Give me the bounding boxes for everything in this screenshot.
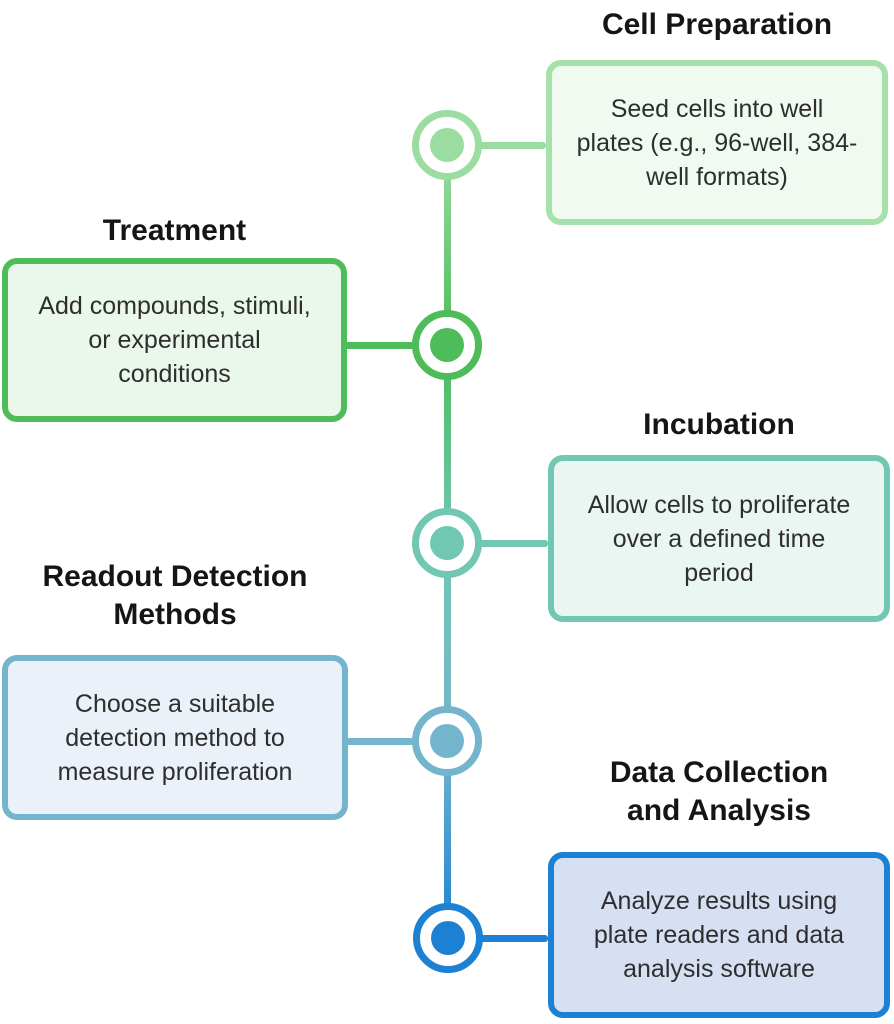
data-collection-node-dot [431,921,465,955]
treatment-node-dot [430,328,464,362]
cell-preparation-node [412,110,482,180]
cell-preparation-title: Cell Preparation [601,8,833,41]
treatment-description: Add compounds, stimuli, or experimental … [38,292,311,388]
incubation-node [412,508,482,578]
data-collection-card: Analyze results using plate readers and … [548,852,890,1018]
data-collection-description: Analyze results using plate readers and … [593,887,845,983]
treatment-title: Treatment [102,214,247,247]
readout-detection-node [412,706,482,776]
treatment-node [412,310,482,380]
incubation-description: Allow cells to proliferate over a define… [587,490,851,587]
readout-detection-connector [346,738,414,745]
treatment-card: Add compounds, stimuli, or experimental … [2,258,347,422]
data-collection-connector [479,935,548,942]
readout-detection-card: Choose a suitable detection method to me… [2,655,348,820]
treatment-connector [345,342,414,349]
data-collection-title: Data Collection and Analysis [609,756,829,828]
readout-detection-title: Readout Detection Methods [42,560,308,632]
readout-detection-description: Choose a suitable detection method to me… [57,689,293,786]
cell-preparation-card: Seed cells into well plates (e.g., 96-we… [546,60,888,225]
incubation-card: Allow cells to proliferate over a define… [548,455,890,622]
cell-preparation-node-dot [430,128,464,162]
incubation-node-dot [430,526,464,560]
incubation-title: Incubation [643,408,795,441]
cell-preparation-description: Seed cells into well plates (e.g., 96-we… [576,94,858,191]
data-collection-node [413,903,483,973]
incubation-connector [478,540,548,547]
cell-preparation-connector [478,142,546,149]
readout-detection-node-dot [430,724,464,758]
